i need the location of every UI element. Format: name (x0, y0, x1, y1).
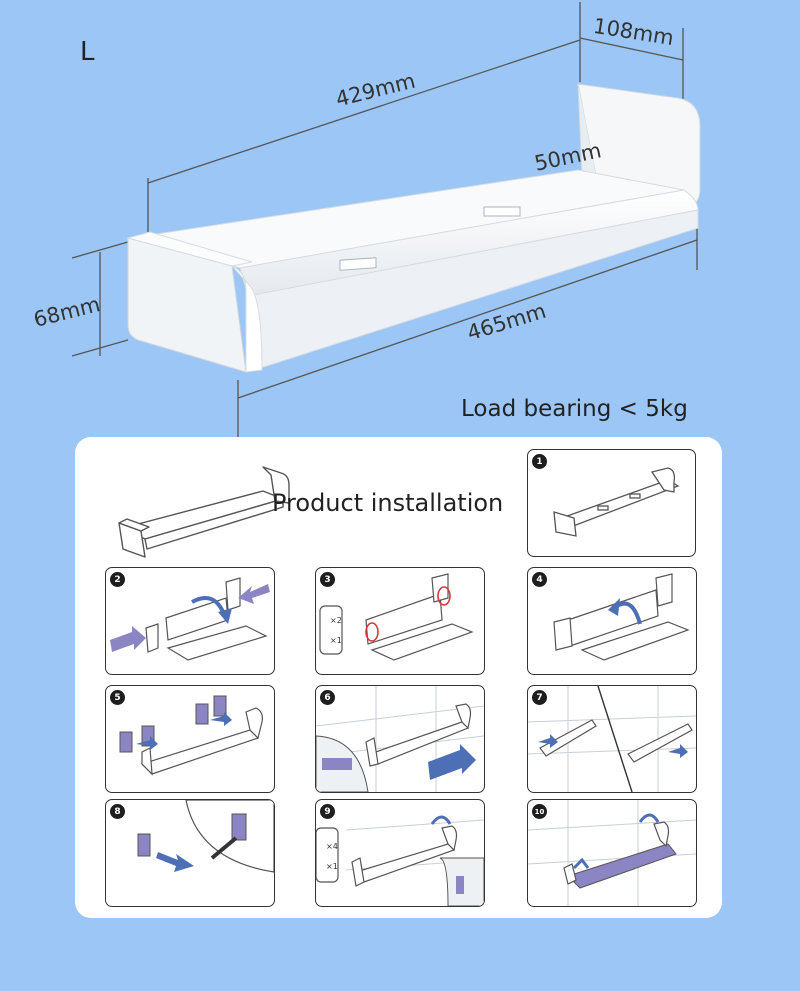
step-9-panel: 9 ×4 ×1 (315, 799, 485, 907)
step-3-key-qty: ×1 (330, 636, 342, 645)
step-9-badge: 9 (320, 804, 335, 819)
step-7-badge: 7 (532, 690, 547, 705)
step-9-tool-qty: ×1 (326, 862, 338, 871)
step-5-panel: 5 (105, 685, 275, 793)
step-5-badge: 5 (110, 690, 125, 705)
load-bearing-label: Load bearing < 5kg (461, 396, 688, 422)
step-1-badge: 1 (532, 454, 547, 469)
step-1-panel: 1 (527, 449, 696, 557)
step-10-panel: 10 (527, 799, 697, 907)
step-3-screw-qty: ×2 (330, 616, 342, 625)
step-2-panel: 2 (105, 567, 275, 675)
step-6-panel: 6 (315, 685, 485, 793)
product-sketch (118, 466, 290, 558)
size-variant-label: L (80, 37, 95, 67)
step-7-panel: 7 (527, 685, 697, 793)
shelf-illustration (126, 83, 701, 373)
installation-title: Product installation (272, 489, 504, 517)
step-3-badge: 3 (320, 572, 335, 587)
step-4-badge: 4 (532, 572, 547, 587)
step-8-badge: 8 (110, 804, 125, 819)
step-6-badge: 6 (320, 690, 335, 705)
step-9-anchor-qty: ×4 (326, 842, 338, 851)
step-10-badge: 10 (532, 804, 547, 819)
step-4-panel: 4 (527, 567, 697, 675)
step-2-badge: 2 (110, 572, 125, 587)
shelf-dimension-drawing (71, 2, 701, 440)
step-8-panel: 8 (105, 799, 275, 907)
installation-card: Product installation 1 2 (75, 437, 722, 918)
step-3-panel: 3 ×2 ×1 (315, 567, 485, 675)
